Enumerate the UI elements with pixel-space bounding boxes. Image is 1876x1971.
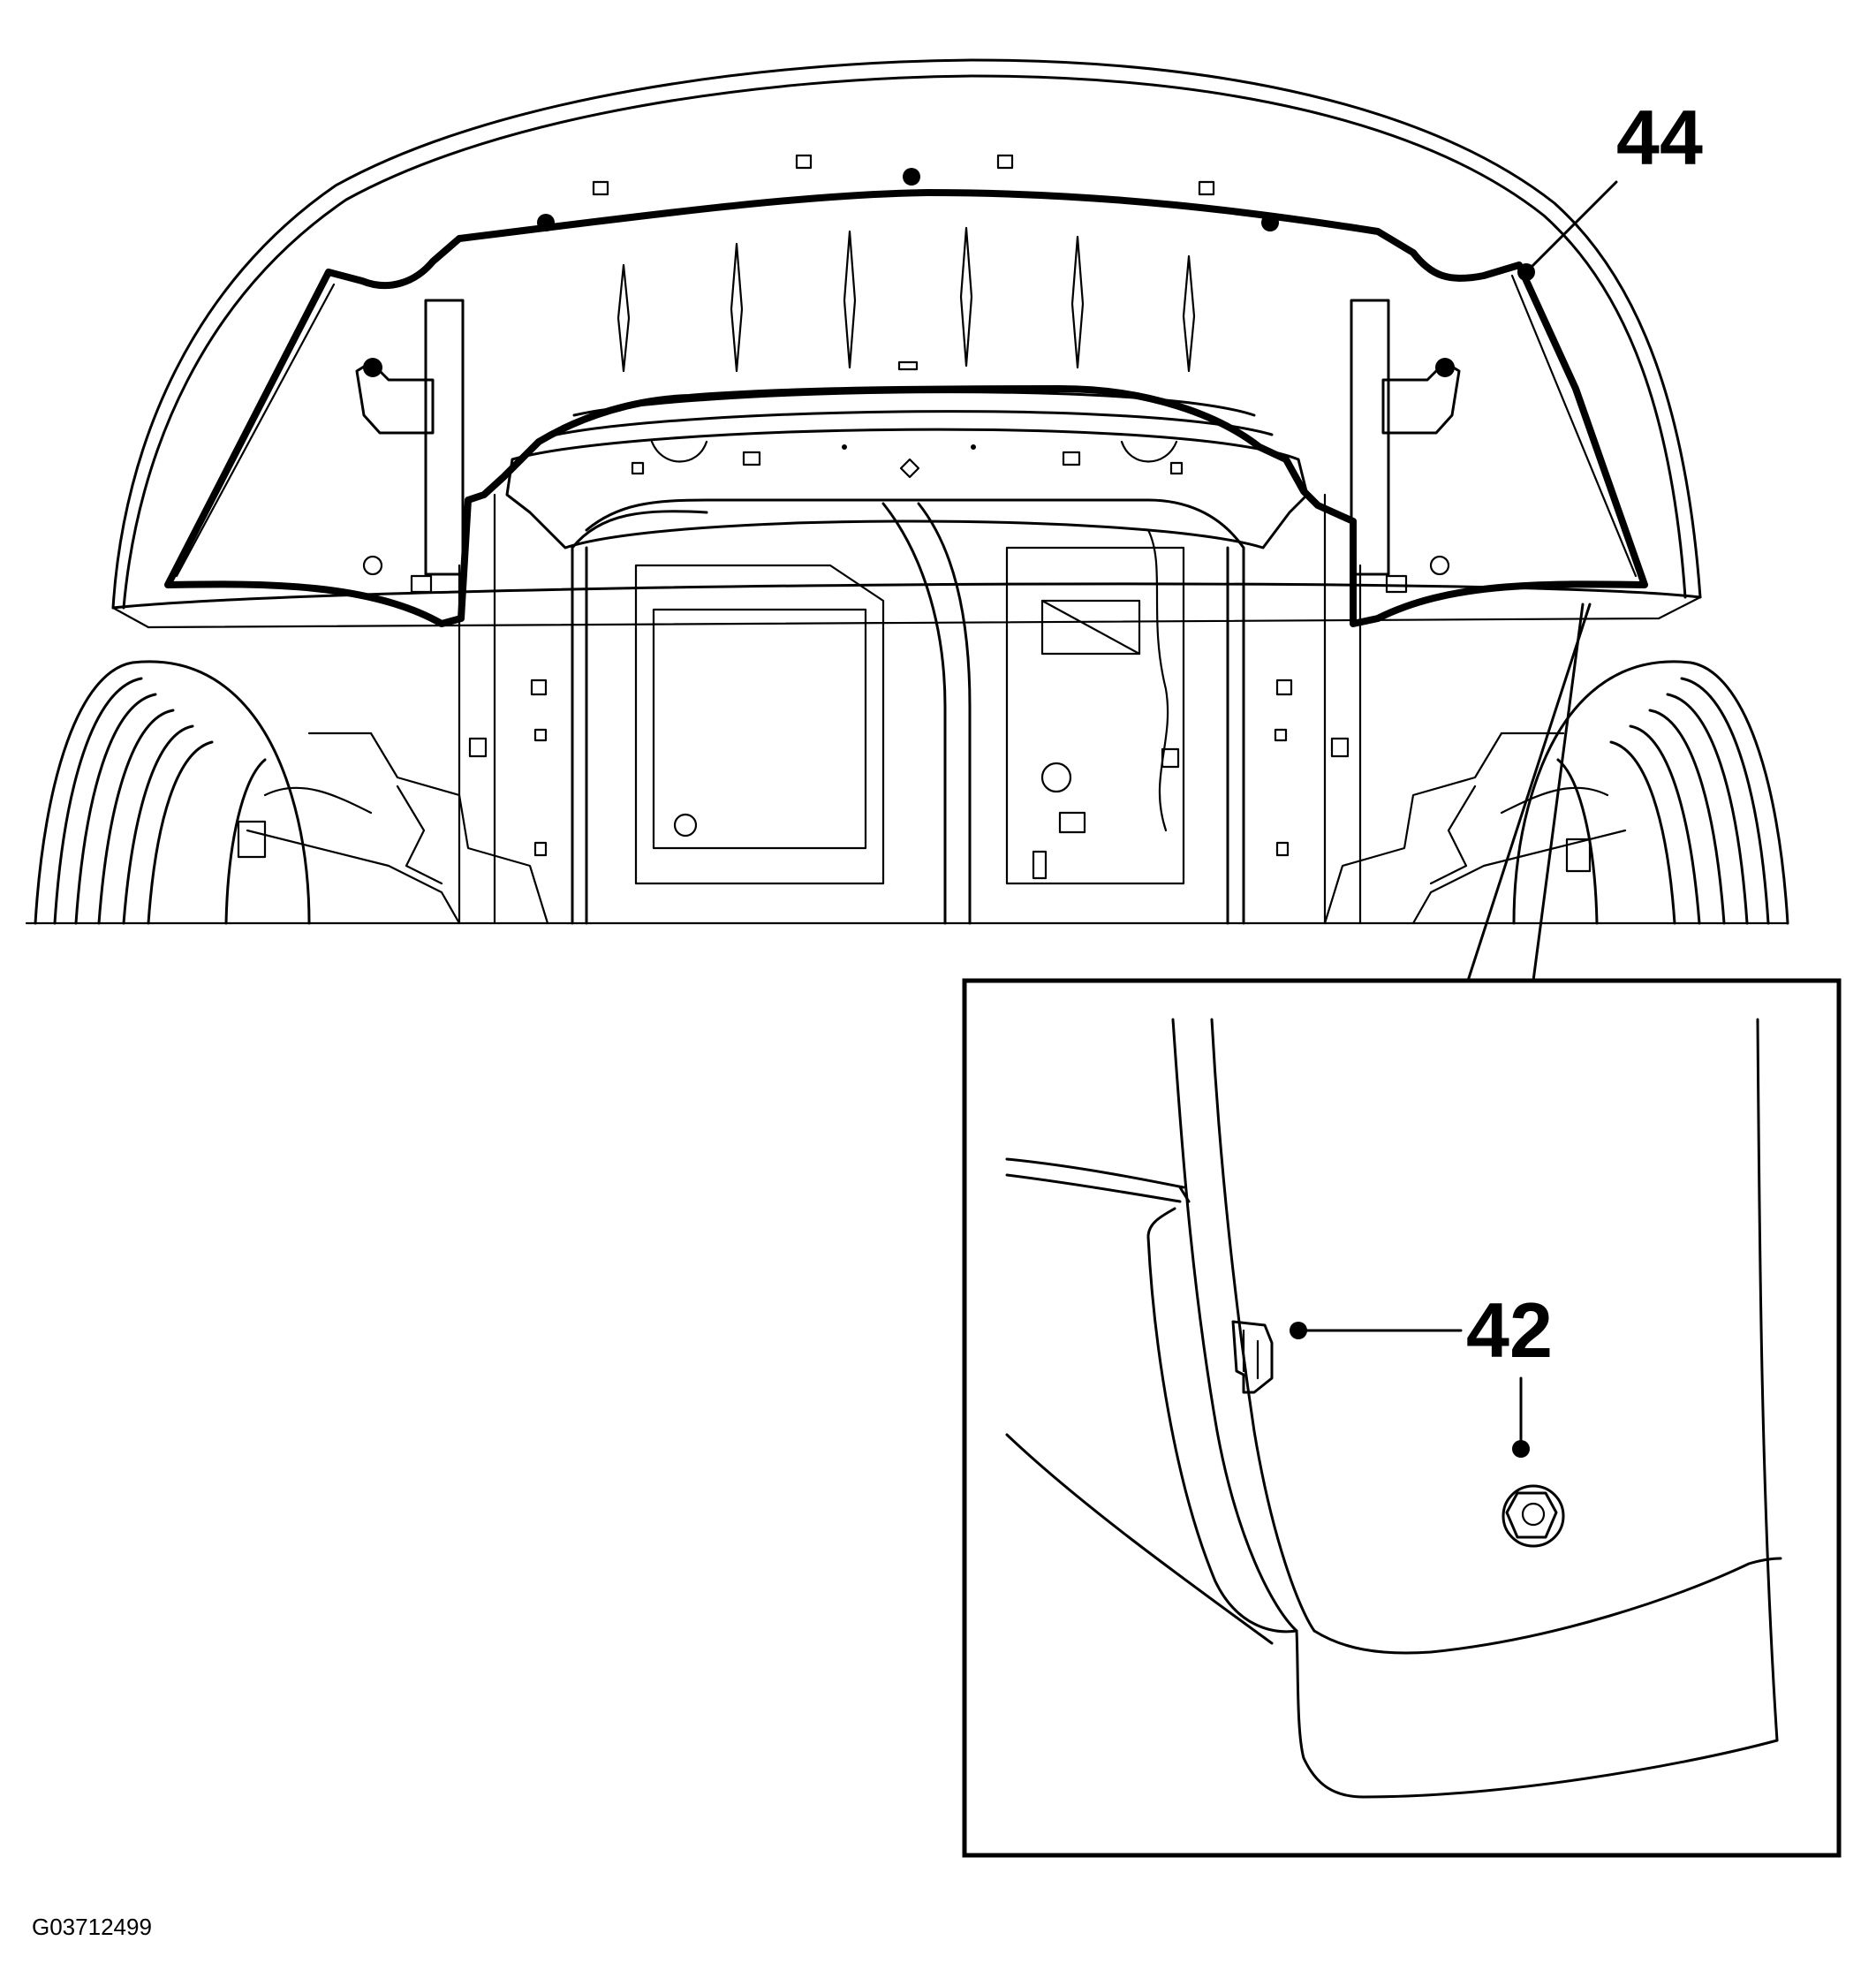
callout-44-leader [1524,180,1618,274]
shield-fasteners [363,168,1455,377]
callout-44: 44 [1517,94,1703,281]
callout-42-dot-nut [1512,1440,1530,1458]
callout-44-label: 44 [1616,94,1703,181]
bumper-cover [111,58,1702,629]
right-wheel [1512,660,1789,925]
vehicle-main-view [25,58,1789,925]
callout-42-label: 42 [1466,1286,1553,1374]
crossmember [505,428,1309,550]
figure-id: G03712499 [32,1914,152,1940]
callout-42: 42 [1290,1286,1553,1458]
left-wheel [34,660,311,925]
suspension [246,732,1627,925]
nut-fastener [1502,1484,1565,1548]
detail-inset: 42 [962,978,1842,1858]
subframe [458,493,1362,925]
side-brackets [355,299,1461,594]
clip-fastener [1231,1320,1274,1394]
detail-frame [962,978,1842,1858]
shield-ribs [555,226,1274,436]
zoom-leaders [1466,603,1592,982]
splash-shield-outline [164,189,1648,627]
